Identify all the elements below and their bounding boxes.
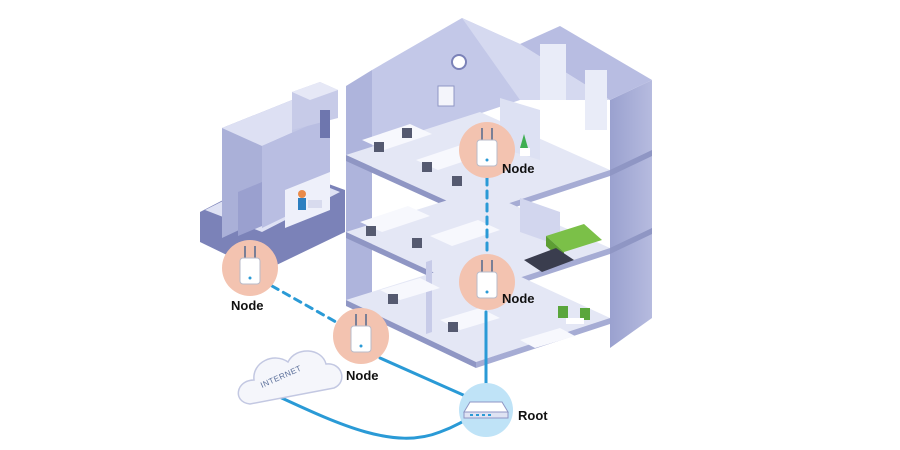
node-label: Node	[346, 368, 379, 383]
internet-cloud: INTERNET	[237, 350, 343, 405]
main-building	[346, 18, 652, 368]
router-device-icon	[463, 401, 509, 419]
node-annex: Node	[222, 240, 278, 313]
node-label: Node	[502, 291, 535, 306]
node-ground: Node	[333, 308, 389, 383]
root-router: Root	[459, 383, 548, 437]
node-label: Node	[502, 161, 535, 176]
node-top-floor: Node	[459, 122, 535, 178]
cloud-icon	[237, 350, 343, 405]
mesh-node-device-icon	[239, 246, 261, 285]
mesh-node-device-icon	[476, 128, 498, 167]
mesh-node-device-icon	[350, 314, 372, 353]
annex-building	[200, 82, 345, 272]
root-label: Root	[518, 408, 548, 423]
node-annex-to-ground-wireless	[270, 284, 338, 324]
mesh-node-device-icon	[476, 260, 498, 299]
node-label: Node	[231, 298, 264, 313]
node-ground-to-root-cable	[378, 356, 472, 400]
node-middle-floor: Node	[459, 254, 535, 310]
